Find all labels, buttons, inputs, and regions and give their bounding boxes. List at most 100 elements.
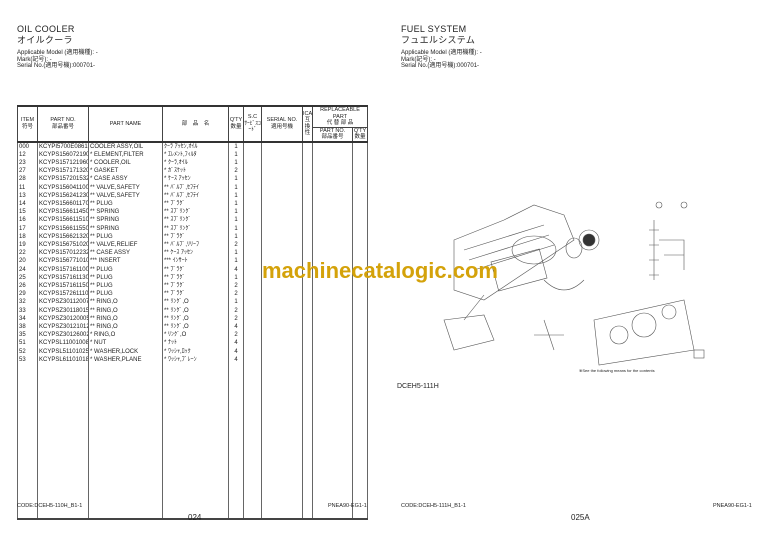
- cell-part-name: ** VALVE,SAFETY: [88, 191, 163, 200]
- cell-part-no: KCYPS156611450: [37, 208, 89, 217]
- cell-part-no: KCYPS156621320: [37, 232, 89, 241]
- cell-rep-qty: [352, 224, 368, 233]
- cell-part-name-jp: ** ﾌﾟﾗｸﾞ: [162, 199, 229, 209]
- diagram-note: ※See the following means for the content…: [579, 368, 655, 373]
- cell-part-no: KCYPSZ30120005: [37, 314, 89, 323]
- page-number: 025A: [571, 513, 590, 522]
- cell-serial: [261, 322, 303, 332]
- cell-part-name: ** VALVE,RELIEF: [88, 240, 163, 250]
- cell-part-name: ** PLUG: [88, 281, 163, 291]
- cell-item: 13: [17, 191, 38, 200]
- cell-part-name: ** SPRING: [88, 216, 163, 225]
- cell-blank: [88, 363, 163, 520]
- cell-rep-qty: [352, 140, 368, 151]
- cell-blank: [243, 363, 262, 520]
- cell-part-name: COOLER ASSY,OIL: [88, 140, 163, 151]
- cell-part-name-jp: ** ﾊﾞﾙﾌﾞ,ﾘﾘｰﾌ: [162, 240, 229, 250]
- cell-part-no: KCYPS157201532: [37, 175, 89, 184]
- cell-item: 14: [17, 199, 38, 209]
- cell-rep-part: [312, 347, 353, 356]
- cell-ica: [302, 140, 313, 151]
- cell-rep-part: [312, 331, 353, 340]
- cell-serial: [261, 355, 303, 364]
- cell-part-name: * COOLER,OIL: [88, 158, 163, 168]
- cell-item: 18: [17, 232, 38, 241]
- cell-rep-part: [312, 314, 353, 323]
- header-part-name: PART NAME: [88, 105, 163, 142]
- cell-qty: 1: [228, 257, 244, 266]
- cell-sc: [243, 224, 262, 233]
- cell-item: 23: [17, 158, 38, 168]
- cell-part-name-jp: ** ｹｰｽ ｱｯｾﾝ: [162, 249, 229, 258]
- cell-ica: [302, 191, 313, 200]
- cell-blank: [17, 363, 38, 520]
- cell-rep-part: [312, 167, 353, 176]
- cell-rep-qty: [352, 273, 368, 282]
- cell-sc: [243, 281, 262, 291]
- cell-part-name-jp: * ﾅｯﾄ: [162, 339, 229, 348]
- cell-serial: [261, 314, 303, 323]
- cell-sc: [243, 339, 262, 348]
- exploded-parts-diagram: [443, 201, 705, 366]
- cell-item: 19: [17, 240, 38, 250]
- section-title-en: OIL COOLER: [17, 24, 75, 34]
- cell-sc: [243, 199, 262, 209]
- cell-serial: [261, 191, 303, 200]
- cell-rep-qty: [352, 339, 368, 348]
- section-title-jp: フュエルシステム: [401, 35, 476, 45]
- section-title-en: FUEL SYSTEM: [401, 24, 467, 34]
- cell-part-no: KCYPS157121960: [37, 158, 89, 168]
- cell-rep-qty: [352, 265, 368, 274]
- cell-qty: 4: [228, 339, 244, 348]
- serial-range: Serial No.(適用号機):000701-: [17, 63, 96, 69]
- mark: Mark(記号): -: [401, 56, 436, 63]
- cell-qty: 2: [228, 290, 244, 299]
- table-blank-area: [17, 363, 368, 520]
- cell-rep-qty: [352, 183, 368, 192]
- cell-rep-qty: [352, 216, 368, 225]
- cell-qty: 1: [228, 216, 244, 225]
- cell-part-name-jp: ** ﾌﾟﾗｸﾞ: [162, 290, 229, 299]
- cell-item: 51: [17, 339, 38, 348]
- cell-blank: [228, 363, 244, 520]
- cell-item: 34: [17, 314, 38, 323]
- cell-qty: 2: [228, 331, 244, 340]
- cell-ica: [302, 290, 313, 299]
- cell-part-name: ** RING,O: [88, 322, 163, 332]
- cell-rep-qty: [352, 257, 368, 266]
- cell-serial: [261, 331, 303, 340]
- cell-item: 15: [17, 208, 38, 217]
- cell-sc: [243, 249, 262, 258]
- cell-serial: [261, 208, 303, 217]
- footer-code: CODE:DCEH5-110H_B1-1: [17, 503, 83, 509]
- header-name-jp: 部 品 名: [162, 105, 229, 142]
- cell-part-no: KCYPI5700E0861: [37, 140, 89, 151]
- cell-part-name-jp: ** ﾘﾝｸﾞ,O: [162, 322, 229, 332]
- cell-part-name: ** PLUG: [88, 199, 163, 209]
- cell-part-name-jp: ** ﾘﾝｸﾞ,O: [162, 306, 229, 315]
- cell-rep-qty: [352, 331, 368, 340]
- cell-item: 22: [17, 249, 38, 258]
- cell-part-name-jp: ** ﾘﾝｸﾞ,O: [162, 314, 229, 323]
- cell-part-name: * CASE ASSY: [88, 175, 163, 184]
- cell-ica: [302, 167, 313, 176]
- cell-part-name-jp: * ﾜｯｼｬ,ﾌﾟﾚｰﾝ: [162, 355, 229, 364]
- cell-ica: [302, 240, 313, 250]
- cell-part-name-jp: ** ﾌﾟﾗｸﾞ: [162, 265, 229, 274]
- cell-serial: [261, 158, 303, 168]
- cell-part-name: * WASHER,PLANE: [88, 355, 163, 364]
- cell-part-name: ** SPRING: [88, 224, 163, 233]
- cell-sc: [243, 167, 262, 176]
- cell-rep-part: [312, 298, 353, 307]
